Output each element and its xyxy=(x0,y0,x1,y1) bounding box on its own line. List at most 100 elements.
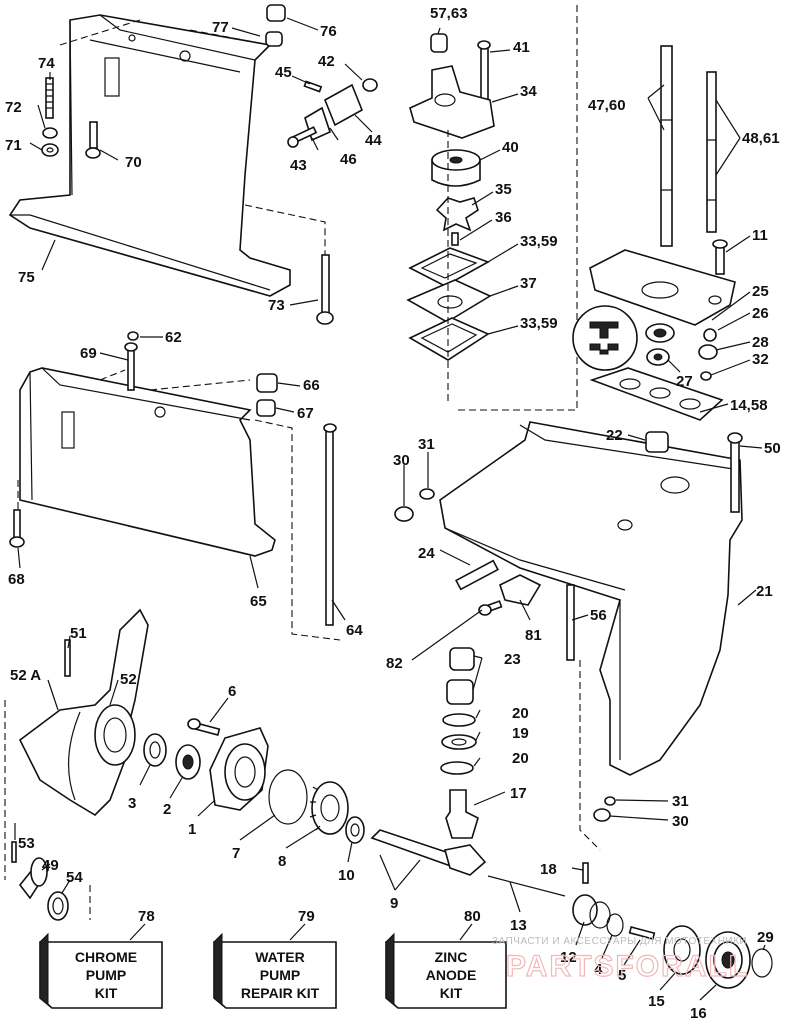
callout: 80 xyxy=(464,908,481,925)
callout: 43 xyxy=(290,157,307,174)
callout-labels: 74 72 71 70 75 77 76 45 42 44 43 46 73 5… xyxy=(5,5,781,1022)
callout: 21 xyxy=(756,583,773,600)
watermark: ЗАПЧАСТИ И АКСЕССУАРЫ ДЛЯ МОТОТЕХНИКИ PA… xyxy=(492,936,748,984)
plug-30-31-lower xyxy=(593,796,616,822)
callout: 48,61 xyxy=(742,130,780,147)
stud-64 xyxy=(323,423,337,626)
callout: 52 xyxy=(120,671,137,688)
callout: 76 xyxy=(320,23,337,40)
callout: 23 xyxy=(504,651,521,668)
kit-label-line: REPAIR KIT xyxy=(241,985,320,1001)
callout: 25 xyxy=(752,283,769,300)
callout: 69 xyxy=(80,345,97,362)
shift-rod-13 xyxy=(487,875,566,897)
screw-82 xyxy=(478,600,503,616)
callout: 36 xyxy=(495,209,512,226)
kit-box-zinc-anode xyxy=(385,932,507,1009)
callout: 17 xyxy=(510,785,527,802)
screw-73 xyxy=(316,254,334,325)
callout: 64 xyxy=(346,622,363,639)
driveshafts xyxy=(455,5,717,411)
bracket-44-46 xyxy=(304,78,378,142)
callout: 16 xyxy=(690,1005,707,1022)
kit-label-line: ANODE xyxy=(426,967,477,983)
washer-10 xyxy=(345,816,365,844)
callout: 14,58 xyxy=(730,397,768,414)
callout: 7 xyxy=(232,845,240,862)
plug-30-31-upper xyxy=(394,488,435,522)
callout: 13 xyxy=(510,917,527,934)
watermark-text: ЗАПЧАСТИ И АКСЕССУАРЫ ДЛЯ МОТОТЕХНИКИ xyxy=(492,936,747,947)
spring-4 xyxy=(606,913,624,937)
callout: 29 xyxy=(757,929,774,946)
callout: 71 xyxy=(5,137,22,154)
callout: 12 xyxy=(560,949,577,966)
callout: 35 xyxy=(495,181,512,198)
callout: 6 xyxy=(228,683,236,700)
grommet-66-67 xyxy=(256,373,278,417)
kit-label-line: CHROME xyxy=(75,949,137,965)
callout: 82 xyxy=(386,655,403,672)
callout: 8 xyxy=(278,853,286,870)
screw-11 xyxy=(712,239,728,275)
screw-68 xyxy=(9,509,25,548)
kit-label-line: WATER xyxy=(255,949,305,965)
callout: 9 xyxy=(390,895,398,912)
callout: 30 xyxy=(393,452,410,469)
screw-70 xyxy=(85,121,101,159)
callout: 78 xyxy=(138,908,155,925)
grommet-22 xyxy=(645,431,669,453)
stud-56 xyxy=(566,584,575,661)
callout: 1 xyxy=(188,821,196,838)
callout: 67 xyxy=(297,405,314,422)
callout: 45 xyxy=(275,64,292,81)
kit-label-line: KIT xyxy=(95,985,118,1001)
thrust-washer-3 xyxy=(143,733,167,767)
callout: 73 xyxy=(268,297,285,314)
callout: 46 xyxy=(340,151,357,168)
propshaft-9 xyxy=(370,829,487,876)
callout: 51 xyxy=(70,625,87,642)
callout: 40 xyxy=(502,139,519,156)
callout: 11 xyxy=(752,227,768,244)
callout: 2 xyxy=(163,801,171,818)
stud-74 xyxy=(45,77,54,119)
pin-24 xyxy=(455,559,499,591)
callout: 70 xyxy=(125,154,142,171)
callout: 20 xyxy=(512,750,529,767)
callout: 33,59 xyxy=(520,315,558,332)
callout: 22 xyxy=(606,427,623,444)
callout: 56 xyxy=(590,607,607,624)
anode-cone-49 xyxy=(11,841,91,921)
callout: 57,63 xyxy=(430,5,468,22)
callout: 28 xyxy=(752,334,769,351)
callout: 15 xyxy=(648,993,665,1010)
grommet-76-77 xyxy=(265,4,286,47)
callout: 44 xyxy=(365,132,382,149)
callout: 18 xyxy=(540,861,557,878)
callout: 32 xyxy=(752,351,769,368)
screw-6 xyxy=(187,718,221,736)
exhaust-housing-lower xyxy=(17,367,341,641)
seal-detail-27 xyxy=(572,305,675,371)
callout: 47,60 xyxy=(588,97,626,114)
callout: 34 xyxy=(520,83,537,100)
callout: 68 xyxy=(8,571,25,588)
callout: 33,59 xyxy=(520,233,558,250)
reverse-gear-8 xyxy=(309,781,349,835)
callout: 65 xyxy=(250,593,267,610)
exhaust-housing-upper xyxy=(8,14,326,297)
forward-gear-15 xyxy=(663,925,701,975)
water-pump-stack xyxy=(406,33,495,405)
screw-43 xyxy=(287,126,318,148)
callout: 19 xyxy=(512,725,529,742)
kit-box-chrome-pump xyxy=(39,932,163,1009)
kit-labels: CHROME PUMP KIT WATER PUMP REPAIR KIT ZI… xyxy=(75,949,476,1001)
propeller-52 xyxy=(4,608,149,880)
callout: 62 xyxy=(165,329,182,346)
gasket-14-58 xyxy=(589,367,724,421)
callout: 30 xyxy=(672,813,689,830)
callout: 74 xyxy=(38,55,55,72)
